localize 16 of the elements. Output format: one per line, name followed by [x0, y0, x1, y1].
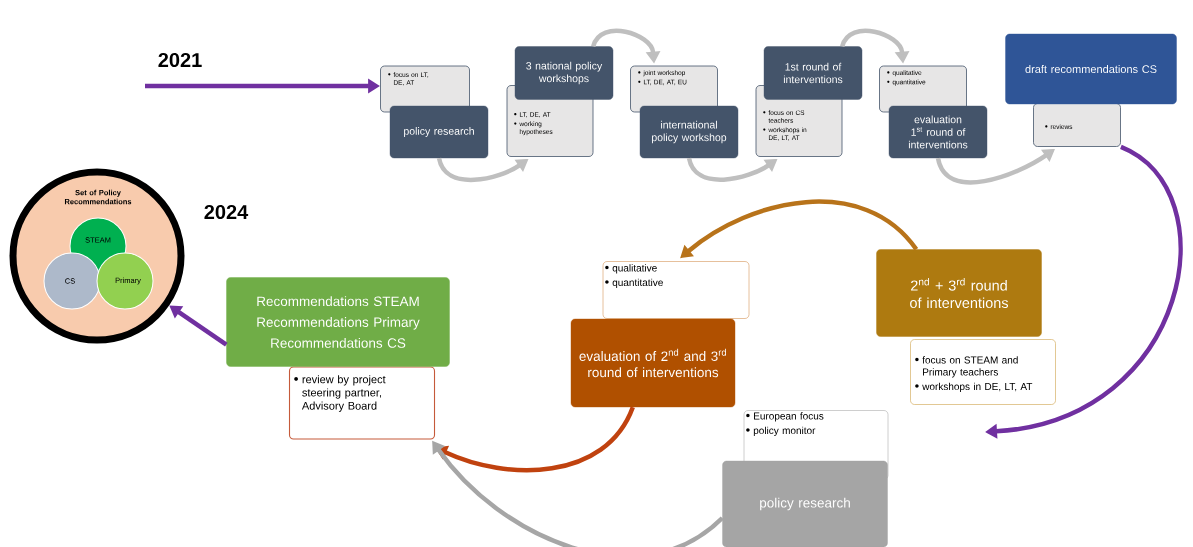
process-box: policy research — [389, 105, 489, 159]
bullet-list-box: review by project steering partner, Advisory Board — [288, 366, 436, 440]
bullet-list-box: focus on STEAM and Primary teachers workshops in DE, LT, AT — [910, 339, 1056, 405]
process-box: evaluation of 2$^{nd}$ and 3$^{rd}$ round of interventions — [570, 318, 736, 408]
process-box: 3 national policy workshops — [514, 46, 614, 100]
process-box: 2$^{nd}$ + 3$^{rd}$ round of interventions — [876, 249, 1042, 337]
year-label: 2024 — [204, 204, 249, 220]
process-box: policy research — [722, 460, 888, 547]
bullet-list-box: qualitative quantitative — [602, 261, 750, 319]
year-label: 2021 — [158, 52, 202, 68]
process-box: Recommendations STEAM Recommendations Primary Recommendations CS — [226, 277, 450, 367]
process-box: 1st round of interventions — [763, 46, 863, 100]
process-box: international policy workshop — [639, 105, 739, 159]
process-box: draft recommendations CS — [1005, 33, 1177, 105]
arrow — [935, 149, 1055, 185]
process-box: evaluation 1$^{st}$ round of interventions — [888, 105, 988, 159]
